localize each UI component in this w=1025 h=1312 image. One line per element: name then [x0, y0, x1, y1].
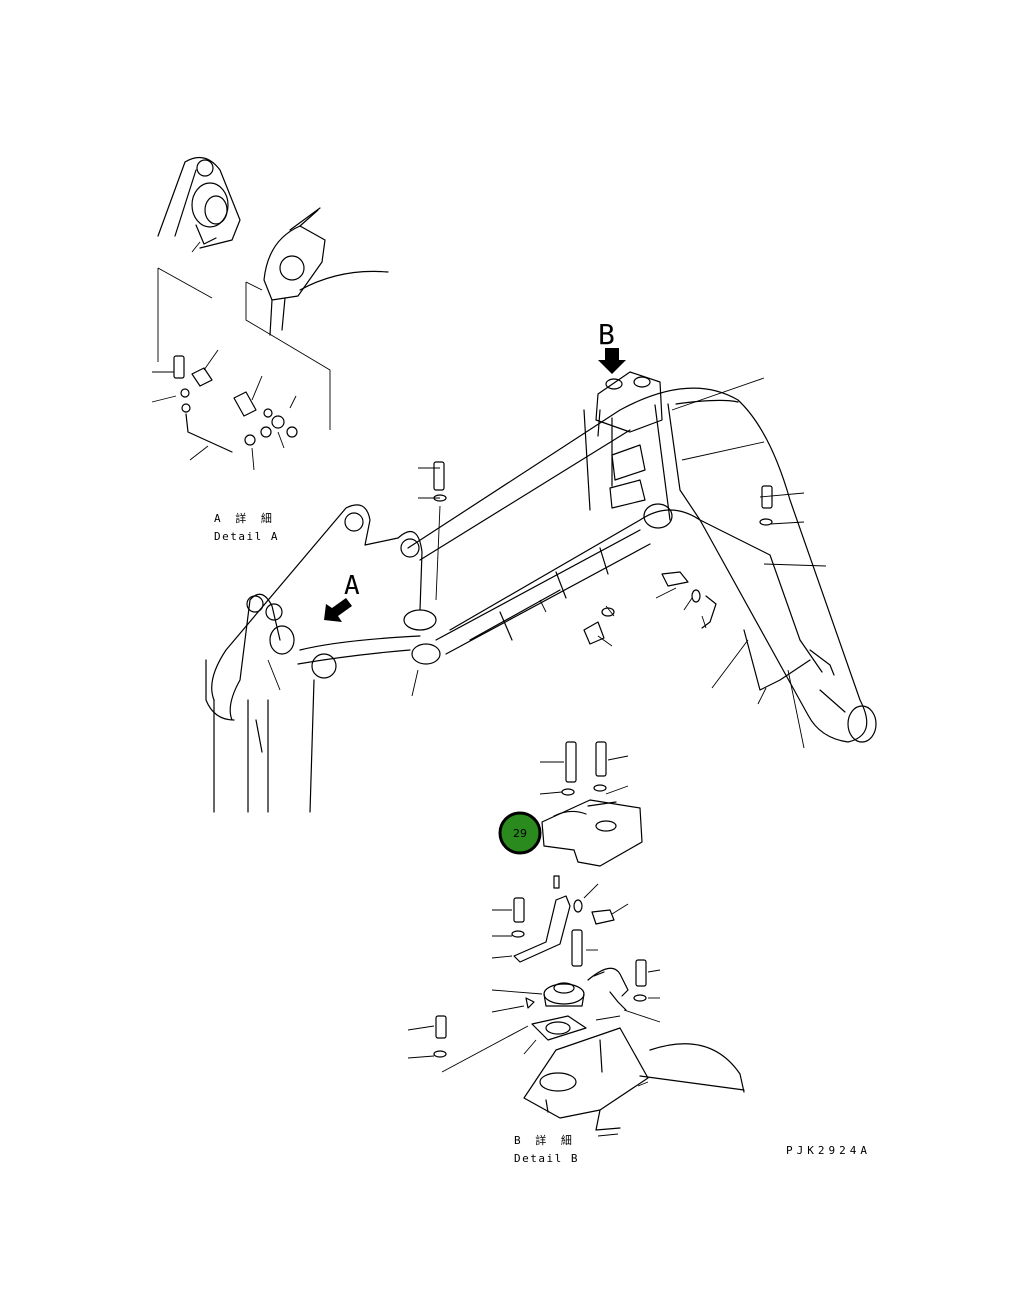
- view-arrow-a: A: [324, 571, 360, 622]
- callout-number[interactable]: 29: [513, 827, 527, 840]
- view-label-a: A: [344, 571, 360, 601]
- detail-b-drawing: [407, 741, 745, 1137]
- view-arrow-b: B: [598, 318, 626, 374]
- detail-b-caption-en: Detail B: [514, 1152, 579, 1165]
- callout-29[interactable]: 29: [498, 811, 542, 855]
- drawing-code: PJK2924A: [786, 1144, 871, 1157]
- boom-assembly: [205, 371, 877, 813]
- detail-b-caption-jp: B 詳 細: [514, 1133, 576, 1147]
- view-label-b: B: [598, 318, 615, 351]
- callout-circle[interactable]: [498, 811, 542, 855]
- detail-a-caption-en: Detail A: [214, 530, 279, 543]
- detail-a-drawing: [151, 156, 389, 471]
- detail-a-caption-jp: A 詳 細: [214, 511, 276, 525]
